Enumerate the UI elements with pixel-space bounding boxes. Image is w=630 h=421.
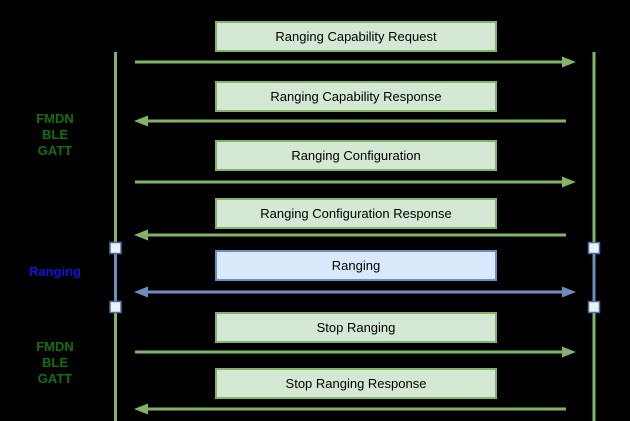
arrowhead-left-icon: [134, 286, 148, 298]
message-box-stop-ranging-response: Stop Ranging Response: [215, 368, 497, 399]
lifeline-node: [109, 241, 122, 255]
message-box-stop-ranging: Stop Ranging: [215, 312, 497, 343]
message-box-ranging-configuration: Ranging Configuration: [215, 140, 497, 171]
arrowhead-right-icon: [562, 346, 576, 358]
arrowhead-right-icon: [562, 286, 576, 298]
arrowhead-left-icon: [134, 229, 148, 241]
message-box-ranging-capability-response: Ranging Capability Response: [215, 81, 497, 112]
arrowhead-right-icon: [562, 176, 576, 188]
lifeline-node: [109, 300, 122, 314]
arrowhead-left-icon: [134, 115, 148, 127]
message-box-ranging-capability-request: Ranging Capability Request: [215, 21, 497, 52]
message-box-ranging: Ranging: [215, 250, 497, 281]
lifeline-node: [587, 300, 601, 314]
arrowhead-left-icon: [134, 403, 148, 415]
phase-label-fmdn-ble-gatt-bottom: FMDN BLE GATT: [36, 339, 74, 386]
arrowhead-right-icon: [562, 56, 576, 68]
phase-label-fmdn-ble-gatt-top: FMDN BLE GATT: [36, 111, 74, 158]
phase-label-ranging: Ranging: [29, 264, 81, 279]
lifeline-node: [587, 241, 601, 255]
message-box-ranging-configuration-response: Ranging Configuration Response: [215, 198, 497, 229]
